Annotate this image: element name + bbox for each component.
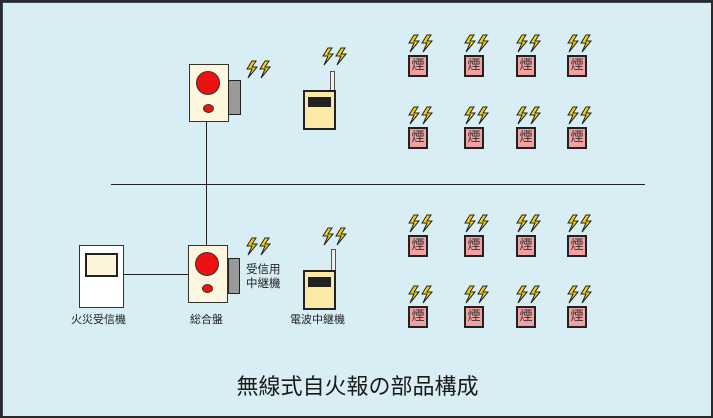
smoke-detector-signal-icon [464, 34, 490, 53]
indicator-lamp-icon [203, 104, 214, 113]
panel-label: 総合盤 [190, 313, 223, 326]
floor-divider-line [111, 184, 645, 185]
smoke-detector-signal-icon [567, 285, 593, 304]
upper-radio-relay [303, 90, 336, 130]
lower-relay-unit [228, 258, 240, 294]
smoke-detector-signal-icon [516, 214, 542, 233]
lower-general-panel [188, 245, 228, 303]
relay-receiver-label-line2: 中継機 [246, 276, 281, 290]
smoke-detector: 煙 [408, 55, 428, 77]
smoke-detector-signal-icon [516, 34, 542, 53]
smoke-detector: 煙 [464, 127, 484, 149]
fire-lamp-icon [196, 71, 220, 95]
lower-radio-relay [303, 270, 336, 310]
relay-receiver-label-line1: 受信用 [246, 262, 281, 276]
smoke-detector: 煙 [464, 55, 484, 77]
smoke-detector-signal-icon [408, 285, 434, 304]
smoke-detector: 煙 [567, 306, 587, 328]
smoke-detector: 煙 [567, 55, 587, 77]
upper-radio-signal-icon [322, 47, 348, 66]
smoke-detector: 煙 [408, 127, 428, 149]
radio-relay-label: 電波中継機 [290, 313, 345, 326]
upper-general-panel [189, 64, 229, 122]
smoke-detector-signal-icon [464, 285, 490, 304]
smoke-detector: 煙 [516, 127, 536, 149]
upper-panel-signal-icon [246, 60, 272, 79]
smoke-detector-signal-icon [567, 34, 593, 53]
receiver-connection-line [122, 274, 189, 275]
radio-screen [308, 277, 331, 287]
receiver-screen [85, 253, 118, 277]
smoke-detector: 煙 [464, 235, 484, 257]
smoke-detector-signal-icon [567, 214, 593, 233]
smoke-detector-signal-icon [464, 106, 490, 125]
fire-alarm-receiver [79, 245, 124, 308]
diagram-title: 無線式自火報の部品構成 [236, 375, 479, 400]
panel-connection-line [206, 121, 207, 245]
lower-radio-signal-icon [322, 227, 348, 246]
smoke-detector-signal-icon [408, 214, 434, 233]
smoke-detector-signal-icon [567, 106, 593, 125]
radio-screen [308, 97, 331, 107]
smoke-detector-signal-icon [516, 285, 542, 304]
smoke-detector-signal-icon [516, 106, 542, 125]
smoke-detector: 煙 [567, 235, 587, 257]
smoke-detector: 煙 [408, 306, 428, 328]
upper-relay-unit [228, 80, 241, 115]
smoke-detector-signal-icon [408, 106, 434, 125]
smoke-detector: 煙 [516, 55, 536, 77]
smoke-detector: 煙 [516, 235, 536, 257]
relay-receiver-label: 受信用 中継機 [246, 262, 281, 290]
smoke-detector: 煙 [408, 235, 428, 257]
smoke-detector: 煙 [464, 306, 484, 328]
smoke-detector: 煙 [516, 306, 536, 328]
lower-radio-antenna [331, 249, 336, 272]
smoke-detector: 煙 [567, 127, 587, 149]
fire-lamp-icon [195, 252, 219, 276]
indicator-lamp-icon [202, 284, 213, 293]
smoke-detector-signal-icon [464, 214, 490, 233]
lower-panel-signal-icon [246, 237, 272, 256]
smoke-detector-signal-icon [408, 34, 434, 53]
receiver-label: 火災受信機 [71, 313, 126, 326]
